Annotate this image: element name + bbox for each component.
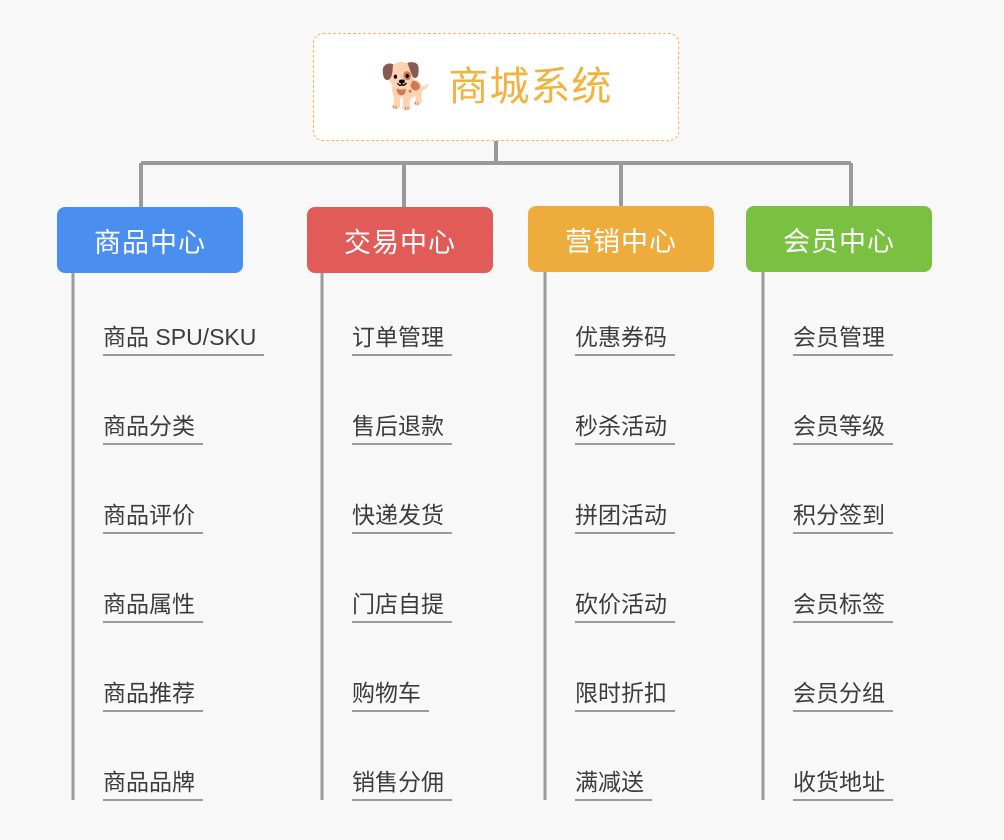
leaf-item[interactable]: 会员等级 xyxy=(763,403,953,445)
leaf-item[interactable]: 商品品牌 xyxy=(73,759,288,801)
leaf-label: 拼团活动 xyxy=(575,502,675,534)
leaf-label: 商品评价 xyxy=(103,502,203,534)
leaf-label: 门店自提 xyxy=(352,591,452,623)
leaf-item[interactable]: 满减送 xyxy=(545,759,735,801)
leaf-item[interactable]: 秒杀活动 xyxy=(545,403,735,445)
category-box-trade[interactable]: 交易中心 xyxy=(307,207,493,273)
leaf-item[interactable]: 购物车 xyxy=(322,670,512,712)
leaf-label: 会员标签 xyxy=(793,591,893,623)
category-box-member[interactable]: 会员中心 xyxy=(746,206,932,272)
leaf-label: 销售分佣 xyxy=(352,769,452,801)
leaf-label: 商品品牌 xyxy=(103,769,203,801)
leaf-item[interactable]: 售后退款 xyxy=(322,403,512,445)
leaf-label: 限时折扣 xyxy=(575,680,675,712)
leaf-label: 砍价活动 xyxy=(575,591,675,623)
leaf-item[interactable]: 拼团活动 xyxy=(545,492,735,534)
category-label: 商品中心 xyxy=(94,227,206,258)
leaf-label: 收货地址 xyxy=(793,769,893,801)
category-label: 交易中心 xyxy=(344,227,456,258)
leaf-item[interactable]: 门店自提 xyxy=(322,581,512,623)
leaf-label: 售后退款 xyxy=(352,413,452,445)
category-box-marketing[interactable]: 营销中心 xyxy=(528,206,714,272)
leaf-item[interactable]: 砍价活动 xyxy=(545,581,735,623)
leaf-item[interactable]: 优惠券码 xyxy=(545,314,735,356)
leaf-label: 订单管理 xyxy=(352,324,452,356)
leaf-label: 会员分组 xyxy=(793,680,893,712)
leaf-item[interactable]: 商品属性 xyxy=(73,581,288,623)
leaf-item[interactable]: 商品推荐 xyxy=(73,670,288,712)
leaf-item[interactable]: 订单管理 xyxy=(322,314,512,356)
leaf-label: 会员等级 xyxy=(793,413,893,445)
leaf-label: 会员管理 xyxy=(793,324,893,356)
leaf-label: 积分签到 xyxy=(793,502,893,534)
leaf-item[interactable]: 销售分佣 xyxy=(322,759,512,801)
leaf-item[interactable]: 快递发货 xyxy=(322,492,512,534)
leaf-item[interactable]: 积分签到 xyxy=(763,492,953,534)
leaf-label: 商品推荐 xyxy=(103,680,203,712)
leaf-label: 秒杀活动 xyxy=(575,413,675,445)
leaf-item[interactable]: 商品评价 xyxy=(73,492,288,534)
leaf-label: 购物车 xyxy=(352,680,429,712)
shiba-dog-icon: 🐕 xyxy=(379,62,435,111)
leaf-item[interactable]: 限时折扣 xyxy=(545,670,735,712)
leaf-item[interactable]: 会员分组 xyxy=(763,670,953,712)
category-label: 营销中心 xyxy=(565,226,677,257)
leaf-item[interactable]: 会员标签 xyxy=(763,581,953,623)
category-label: 会员中心 xyxy=(783,226,895,257)
leaf-label: 满减送 xyxy=(575,769,652,801)
leaf-label: 快递发货 xyxy=(352,502,452,534)
root-title: 商城系统 xyxy=(448,65,613,109)
category-box-product[interactable]: 商品中心 xyxy=(57,207,243,273)
leaf-label: 商品 SPU/SKU xyxy=(103,324,265,356)
root-node[interactable]: 🐕 商城系统 xyxy=(313,33,679,141)
leaf-label: 商品分类 xyxy=(103,413,203,445)
leaf-label: 商品属性 xyxy=(103,591,203,623)
leaf-label: 优惠券码 xyxy=(575,324,675,356)
leaf-item[interactable]: 收货地址 xyxy=(763,759,953,801)
leaf-item[interactable]: 商品 SPU/SKU xyxy=(73,314,288,356)
leaf-item[interactable]: 商品分类 xyxy=(73,403,288,445)
leaf-item[interactable]: 会员管理 xyxy=(763,314,953,356)
